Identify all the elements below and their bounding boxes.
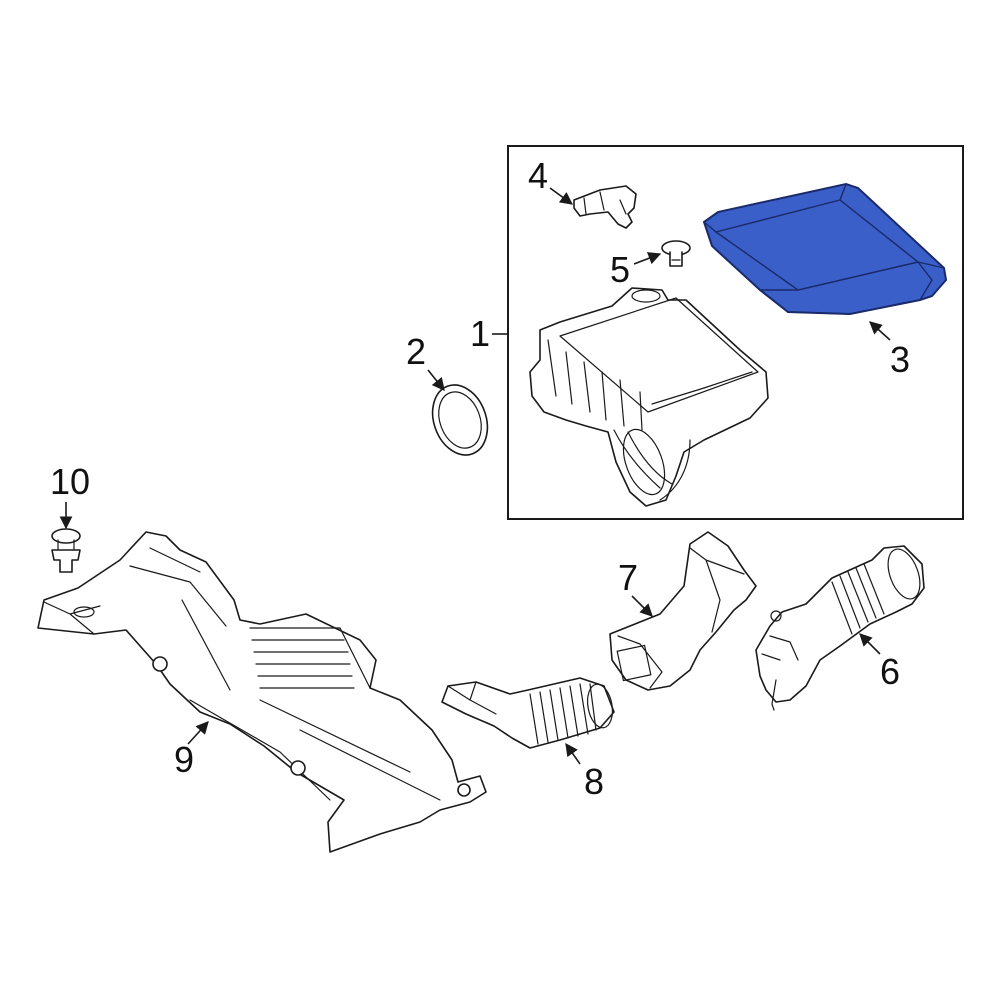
duct-ridges: [249, 627, 371, 689]
callout-4: 4: [528, 155, 548, 196]
hose-inlet: [447, 681, 497, 715]
duct-body: [37, 531, 487, 853]
throttle-hose-body: [755, 545, 925, 703]
mass-airflow-sensor[interactable]: [573, 185, 637, 229]
duct-stud-c: [457, 783, 471, 797]
ring-inner: [438, 391, 482, 449]
callout-6: 6: [880, 651, 900, 692]
throttle-flange: [887, 548, 921, 600]
leader-7: [631, 595, 653, 617]
duct-stud-b: [290, 760, 306, 776]
hose-body: [441, 677, 615, 749]
resonator-body: [609, 531, 757, 691]
resonator-opening: [616, 644, 652, 682]
air-filter-edge: [703, 183, 945, 269]
callout-9: 9: [174, 739, 194, 780]
callout-1: 1: [470, 313, 490, 354]
leader-8: [565, 742, 581, 765]
air-filter-element[interactable]: [702, 182, 948, 316]
push-pin[interactable]: [661, 240, 691, 267]
clip-body: [51, 549, 81, 573]
leader-5: [633, 252, 662, 265]
duct-hole: [73, 606, 95, 618]
leader-3: [869, 321, 891, 341]
leader-2: [427, 369, 445, 391]
resonator-duct[interactable]: [609, 531, 757, 691]
resonator-detail: [617, 547, 745, 689]
seal-ring[interactable]: [423, 377, 496, 462]
hose-corrugation: [529, 683, 597, 745]
air-filter-rim: [757, 261, 933, 315]
sensor-body: [573, 185, 637, 229]
callout-3: 3: [890, 339, 910, 380]
leader-9: [187, 721, 209, 745]
callout-2: 2: [406, 331, 426, 372]
hose-end: [586, 683, 614, 729]
ring-outer: [431, 384, 489, 456]
air-cleaner-housing[interactable]: [529, 287, 769, 507]
clip-collar: [57, 539, 75, 551]
retaining-clip[interactable]: [51, 528, 81, 573]
throttle-port: [770, 610, 782, 622]
housing-snout: [631, 289, 661, 303]
assembly-frame: [507, 145, 964, 520]
duct-channel: [129, 547, 441, 801]
leader-4: [549, 187, 574, 205]
duct-stud-a: [152, 656, 168, 672]
housing-port: [622, 428, 666, 496]
housing-lid: [559, 297, 759, 413]
callout-10: 10: [50, 461, 90, 502]
throttle-connector: [761, 635, 799, 711]
sensor-detail: [583, 191, 627, 215]
throttle-corrugation: [831, 563, 885, 635]
clip-head: [51, 528, 81, 544]
housing-body: [529, 287, 769, 507]
housing-ribs: [547, 339, 753, 431]
callout-8: 8: [584, 761, 604, 802]
intake-duct[interactable]: [37, 531, 487, 853]
leader-6: [859, 633, 881, 655]
throttle-hose[interactable]: [755, 545, 926, 711]
pin-shank: [669, 251, 683, 267]
duct-flange: [43, 601, 101, 635]
callout-5: 5: [610, 249, 630, 290]
housing-outlet: [613, 429, 691, 501]
callout-7: 7: [618, 557, 638, 598]
bellows-hose[interactable]: [441, 677, 616, 749]
